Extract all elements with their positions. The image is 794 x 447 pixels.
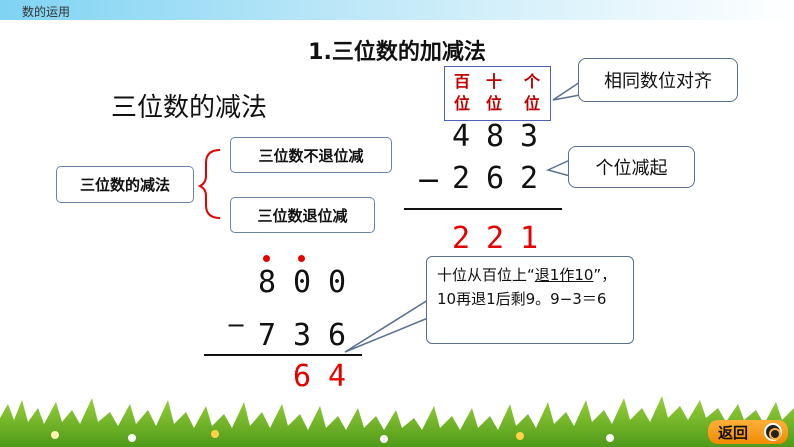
place-label-tens: 十 位: [484, 71, 504, 115]
tree-branch-label: 三位数退位减: [257, 206, 348, 225]
flower-icon: [516, 432, 524, 440]
ex1-bottom-tens: 6: [486, 161, 505, 196]
ex2-bottom-ones: 6: [328, 318, 347, 353]
align-callout-text: 相同数位对齐: [604, 71, 712, 92]
ex1-result-hundreds: 2: [452, 221, 471, 256]
note-text-part1: 十位从百位上“: [437, 266, 535, 284]
note-text-part2: ”，10再退1后剩9。9−3＝6: [437, 266, 617, 308]
ex2-top-tens: 0: [293, 265, 312, 300]
ex2-result-ones: 4: [328, 359, 347, 394]
tree-root-box: 三位数的减法: [56, 166, 194, 203]
borrow-dot-tens: [298, 255, 305, 262]
place-label-top: 个: [523, 72, 540, 91]
flower-icon: [380, 435, 388, 443]
section-label: 数的运用: [22, 5, 71, 19]
tree-branch-borrow: 三位数退位减: [230, 197, 375, 233]
ex2-result-rule: [204, 354, 362, 356]
flower-icon: [51, 431, 59, 439]
align-callout-pointer: [552, 80, 581, 101]
place-label-bottom: 位: [485, 94, 502, 113]
ex2-top-ones: 0: [328, 265, 347, 300]
ex1-bottom-hundreds: 2: [452, 161, 471, 196]
slide-title: 1.三位数的加减法: [308, 40, 486, 65]
ex1-top-tens: 8: [486, 119, 505, 154]
ex1-minus-sign: −: [416, 163, 442, 198]
start-callout-text: 个位减起: [595, 158, 668, 179]
place-label-hundreds: 百 位: [452, 71, 472, 115]
ex1-top-hundreds: 4: [452, 119, 471, 154]
top-banner: 数的运用: [0, 0, 794, 20]
ex1-bottom-ones: 2: [520, 161, 539, 196]
borrow-dot-hundreds: [263, 255, 270, 262]
ex2-top-hundreds: 8: [258, 265, 277, 300]
place-label-ones: 个 位: [522, 71, 542, 115]
flower-icon: [606, 434, 614, 442]
section-heading: 三位数的减法: [111, 93, 268, 123]
place-label-top: 百: [453, 72, 470, 91]
ex2-minus-sign: −: [226, 311, 247, 339]
align-callout: 相同数位对齐: [578, 58, 738, 102]
back-button-label: 返回: [718, 423, 749, 442]
ex1-result-tens: 2: [486, 221, 505, 256]
return-icon: [764, 423, 782, 441]
back-button[interactable]: 返回: [708, 420, 788, 444]
place-label-bottom: 位: [523, 94, 540, 113]
grass-shape: [0, 396, 794, 447]
flower-icon: [128, 434, 136, 442]
borrow-note: 十位从百位上“退1作10”，10再退1后剩9。9−3＝6: [426, 256, 634, 344]
tree-branch-no-borrow: 三位数不退位减: [230, 137, 392, 173]
flower-icon: [211, 430, 219, 438]
tree-root-label: 三位数的减法: [79, 176, 170, 194]
place-value-box: 百 位 十 位 个 位: [444, 66, 551, 121]
ex1-top-ones: 3: [520, 119, 539, 154]
place-label-bottom: 位: [453, 94, 470, 113]
grass-footer: [0, 396, 794, 447]
ex2-bottom-hundreds: 7: [258, 318, 277, 353]
tree-branch-label: 三位数不退位减: [258, 146, 364, 165]
ex1-result-ones: 1: [520, 221, 539, 256]
place-label-top: 十: [485, 72, 502, 91]
ex2-bottom-tens: 3: [293, 318, 312, 353]
note-pointer: [344, 298, 429, 353]
ex2-result-tens: 6: [293, 359, 312, 394]
ex1-result-rule: [404, 208, 562, 210]
start-callout: 个位减起: [568, 146, 695, 188]
note-text-underlined: 退1作10: [534, 266, 594, 284]
start-callout-pointer: [545, 158, 571, 177]
brace-icon: [197, 149, 221, 219]
